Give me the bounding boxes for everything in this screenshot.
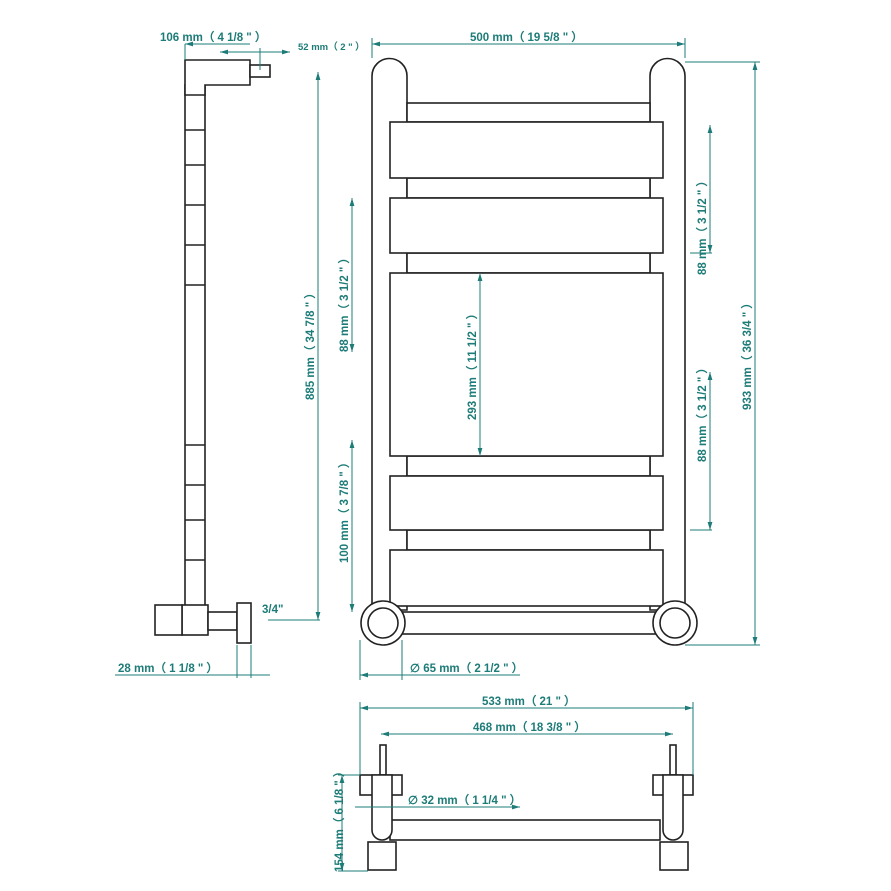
wall-flange [236,602,252,644]
dim-spacing-right-top: 88 mm（ 3 1/2 " ） [695,175,709,275]
valve-icon [379,744,387,776]
panel [389,475,664,531]
front-view [360,57,698,646]
panel [389,197,664,254]
bottom-view [359,744,694,871]
dim-centers: 468 mm（ 18 3/8 " ） [473,720,586,734]
front-dimensions: 500 mm（ 19 5/8 " ） 933 mm（ 36 3/4 " ） 88… [337,30,760,680]
dim-height: 933 mm（ 36 3/4 " ） [740,297,754,410]
dim-rosette: ∅ 65 mm（ 2 1/2 " ） [410,661,523,675]
side-dimensions: 106 mm（ 4 1/8 " ） 52 mm（ 2 " ） 885 mm（ 3… [115,30,365,678]
dim-spacing-left: 88 mm（ 3 1/2 " ） [337,252,351,352]
dim-depth: 106 mm（ 4 1/8 " ） [160,30,266,44]
dim-pipe-height: 885 mm（ 34 7/8 " ） [303,287,317,400]
valve-icon [669,744,677,776]
dim-bottom-spacing: 100 mm（ 3 7/8 " ） [337,457,351,563]
dim-flange: 28 mm（ 1 1/8 " ） [118,661,218,675]
dim-spacing-right-bottom: 88 mm（ 3 1/2 " ） [695,362,709,462]
panel [389,549,664,607]
dim-panel-height: 293 mm（ 11 1/2 " ） [465,308,479,420]
side-view [154,59,271,644]
valve-icon [154,604,183,636]
connection-size: 3/4" [262,604,283,616]
dim-depth-bottom: 154 mm（ 6 1/8 " ） [332,766,346,872]
dim-width: 500 mm（ 19 5/8 " ） [470,30,583,44]
panel [389,121,664,179]
dim-tube-diameter: ∅ 32 mm（ 1 1/4 " ） [408,793,521,807]
right-rail [649,57,686,611]
dim-valve-offset: 52 mm（ 2 " ） [298,41,365,53]
bottom-dimensions: 533 mm（ 21 " ） 468 mm（ 18 3/8 " ） ∅ 32 m… [332,694,694,872]
dim-overall-width: 533 mm（ 21 " ） [482,694,576,708]
panel [389,272,664,457]
